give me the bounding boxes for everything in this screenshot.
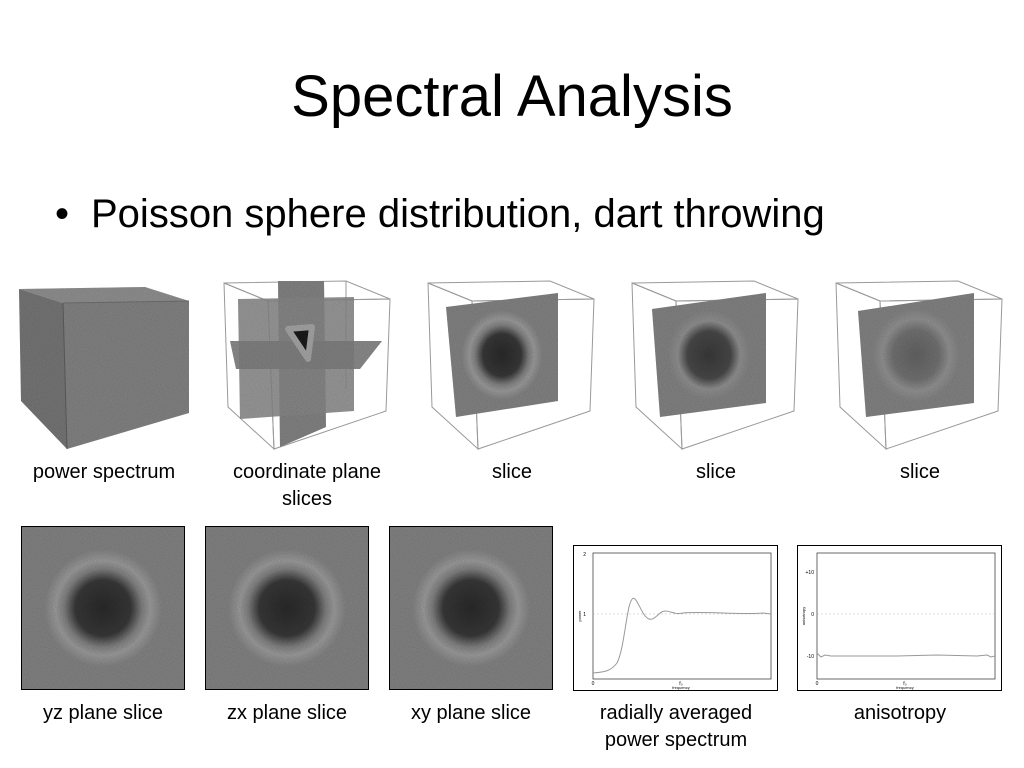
plot-axes-box [816, 552, 996, 680]
central-hole-triangle [285, 324, 315, 362]
anisotropy-curve [816, 652, 996, 658]
caption-slice-3: slice [899, 461, 940, 483]
ytick-top: 2 [583, 552, 586, 558]
slice-figure-3 [835, 280, 1003, 451]
bullet-item: • Poisson sphere distribution, dart throw… [55, 190, 825, 238]
xtick-f0: f₀ [679, 681, 682, 687]
slide-title: Spectral Analysis [291, 64, 733, 129]
bullet-text: Poisson sphere distribution, dart throwi… [91, 192, 825, 236]
power-curve [592, 597, 772, 674]
cube-top-face [19, 287, 189, 303]
caption-slice-2: slice [695, 461, 736, 483]
xtick-zero: 0 [592, 681, 595, 687]
radial-power-spectrum-plot: 2 1 0 f₀ frequency power [573, 545, 778, 691]
slice-figure-2 [631, 280, 799, 451]
coordinate-plane-slices-figure [223, 280, 391, 451]
yaxis-label: anisotropy [801, 607, 806, 625]
slice-plane [446, 293, 558, 417]
ytick-mid: 1 [583, 612, 586, 618]
xy-plane-slice-image [389, 526, 553, 690]
slice-figure-1 [427, 280, 595, 451]
caption-yz-plane-slice: yz plane slice [42, 702, 164, 724]
slice-plane [858, 293, 974, 417]
caption-coordinate-plane-slices: coordinate plane slices [233, 461, 381, 510]
ytick-mid: 0 [811, 612, 814, 618]
xaxis-label: frequency [672, 685, 690, 690]
caption-zx-plane-slice: zx plane slice [226, 702, 348, 724]
yaxis-label: power [577, 610, 582, 622]
ytick-top: +10 [806, 570, 815, 576]
anisotropy-plot: +10 0 -10 0 f₀ frequency anisotropy [797, 545, 1002, 691]
caption-power-spectrum: power spectrum [32, 461, 176, 483]
plot-axes-box [592, 552, 772, 680]
cube-front-face [63, 301, 189, 449]
xtick-f0: f₀ [903, 681, 906, 687]
caption-slice-1: slice [491, 461, 532, 483]
caption-xy-plane-slice: xy plane slice [410, 702, 532, 724]
xaxis-label: frequency [896, 685, 914, 690]
ytick-low: -10 [807, 654, 814, 660]
caption-anisotropy: anisotropy [853, 702, 947, 724]
caption-radially-averaged-power-spectrum: radially averaged power spectrum [599, 702, 753, 751]
bullet-dot: • [55, 192, 70, 236]
cube-left-face [19, 289, 67, 449]
zx-plane-slice-image [205, 526, 369, 690]
xtick-zero: 0 [816, 681, 819, 687]
yz-plane-slice-image [21, 526, 185, 690]
slice-plane [652, 293, 766, 417]
power-spectrum-cube-figure [19, 287, 190, 450]
